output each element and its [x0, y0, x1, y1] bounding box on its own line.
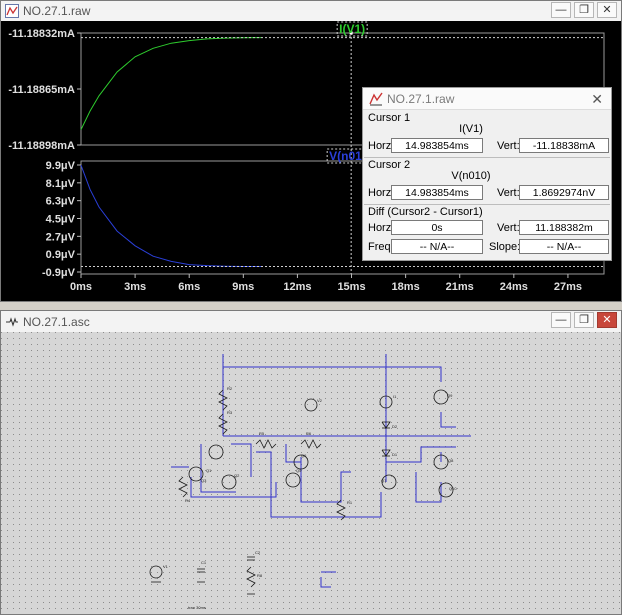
freq-label: Freq:: [368, 241, 394, 253]
diff-horz-label: Horz:: [368, 222, 395, 234]
x-tick-label: 15ms: [337, 281, 365, 293]
cursor1-horz-field[interactable]: 14.983854ms: [391, 138, 483, 153]
trace-label-top-box: [336, 21, 368, 37]
cursor1-trace: I(V1): [459, 123, 483, 135]
x-tick-label: 6ms: [178, 281, 200, 293]
schematic-wires: [171, 354, 471, 588]
minimize-button[interactable]: —: [551, 2, 571, 18]
cursor1-vert-field[interactable]: -11.18838mA: [519, 138, 609, 153]
y-tick-label: 4.5μV: [46, 214, 76, 226]
cursor-dialog-icon: [369, 92, 383, 105]
y-tick-label: 0.9μV: [46, 249, 76, 261]
svg-text:R8: R8: [257, 573, 263, 578]
cursor1-horz-label: Horz:: [368, 140, 395, 152]
schematic-titlebar[interactable]: NO.27.1.asc — ❐ ✕: [1, 311, 621, 333]
cursor2-vert-field[interactable]: 1.8692974nV: [519, 185, 609, 200]
x-tick-label: 0ms: [70, 281, 92, 293]
trace-label-i-v1[interactable]: I(V1): [339, 22, 365, 36]
cursor-dialog: NO.27.1.raw ✕ Cursor 1 I(V1) Horz: 14.98…: [362, 87, 612, 261]
cursor1-heading: Cursor 1: [368, 112, 411, 124]
diff-vert-field[interactable]: 11.188382m: [519, 220, 609, 235]
x-tick-label: 9ms: [232, 281, 254, 293]
cursor1-vert-label: Vert:: [497, 140, 520, 152]
x-tick-label: 3ms: [124, 281, 146, 293]
axis-ticks: -11.18832mA -11.18865mA -11.18898mA 9.9μV 8.…: [8, 28, 582, 293]
trace-v-n010: [80, 165, 262, 267]
svg-text:Q7: Q7: [381, 478, 387, 483]
svg-text:C1: C1: [201, 560, 207, 565]
y-tick-label: 6.3μV: [46, 196, 76, 208]
waveform-window-title: NO.27.1.raw: [23, 4, 91, 18]
cursor2-horz-label: Horz:: [368, 187, 395, 199]
cursor-handle: [349, 31, 353, 35]
trace-label-v-n010[interactable]: V(n010): [329, 149, 372, 163]
waveform-titlebar[interactable]: NO.27.1.raw — ❐ ✕: [1, 1, 621, 22]
cursor2-heading: Cursor 2: [368, 159, 411, 171]
schematic-grid: [1, 332, 621, 614]
svg-text:Q8: Q8: [448, 458, 454, 463]
y-tick-label: -11.18832mA: [8, 28, 75, 40]
waveform-window: NO.27.1.raw — ❐ ✕ -11.18832mA -11.18865mA…: [0, 0, 622, 302]
svg-text:R6: R6: [306, 431, 312, 436]
divider: [364, 204, 610, 205]
diff-vert-label: Vert:: [497, 222, 520, 234]
y-tick-label: 2.7μV: [46, 231, 76, 243]
schematic-window-title: NO.27.1.asc: [23, 314, 90, 329]
cursor-dialog-title: NO.27.1.raw: [387, 91, 455, 106]
y-tick-label: -11.18898mA: [8, 140, 75, 152]
x-tick-label: 24ms: [500, 281, 528, 293]
close-button[interactable]: ✕: [597, 2, 617, 18]
cursor2-horz-field[interactable]: 14.983854ms: [391, 185, 483, 200]
svg-text:I1: I1: [393, 394, 397, 399]
y-tick-label: 8.1μV: [46, 178, 76, 190]
cursor2-vert-label: Vert:: [497, 187, 520, 199]
svg-text:Q2: Q2: [234, 473, 240, 478]
minimize-button[interactable]: —: [551, 312, 571, 328]
freq-field[interactable]: -- N/A--: [391, 239, 483, 254]
svg-text:C2: C2: [255, 550, 261, 555]
waveform-app-icon: [5, 4, 19, 18]
svg-text:Q10: Q10: [449, 486, 457, 491]
restore-button[interactable]: ❐: [574, 312, 594, 328]
schematic-app-icon: [6, 316, 18, 327]
y-tick-label: -11.18865mA: [8, 84, 75, 96]
divider: [364, 157, 610, 158]
slope-field[interactable]: -- N/A--: [519, 239, 609, 254]
svg-text:V1: V1: [163, 564, 169, 569]
svg-text:V2: V2: [317, 398, 323, 403]
svg-text:R2: R2: [227, 386, 233, 391]
svg-text:R5: R5: [259, 431, 265, 436]
close-icon[interactable]: ✕: [591, 91, 603, 107]
x-tick-label: 12ms: [283, 281, 311, 293]
x-tick-label: 21ms: [446, 281, 474, 293]
svg-text:D1: D1: [392, 452, 398, 457]
x-tick-label: 18ms: [392, 281, 420, 293]
svg-text:Q1: Q1: [206, 468, 212, 473]
svg-text:.tran 30ms: .tran 30ms: [187, 605, 206, 610]
trace-i-v1: [80, 37, 262, 130]
svg-text:R4: R4: [185, 498, 191, 503]
y-tick-label: -0.9μV: [42, 267, 76, 279]
svg-text:Q6: Q6: [301, 453, 307, 458]
y-tick-label: 9.9μV: [46, 160, 76, 172]
x-tick-label: 27ms: [554, 281, 582, 293]
close-button[interactable]: ✕: [597, 312, 617, 328]
schematic-window: NO.27.1.asc — ❐ ✕: [0, 310, 622, 615]
cursor-dialog-titlebar[interactable]: NO.27.1.raw ✕: [363, 88, 611, 110]
svg-text:Q3: Q3: [201, 478, 207, 483]
diff-heading: Diff (Cursor2 - Cursor1): [368, 206, 483, 218]
svg-text:R3: R3: [227, 410, 233, 415]
svg-text:Q5: Q5: [296, 468, 302, 473]
svg-text:D2: D2: [392, 424, 398, 429]
plot-marks: [80, 21, 604, 274]
diff-horz-field[interactable]: 0s: [391, 220, 483, 235]
cursor2-trace: V(n010): [451, 170, 491, 182]
restore-button[interactable]: ❐: [574, 2, 594, 18]
svg-text:Q9: Q9: [447, 393, 453, 398]
svg-text:R1: R1: [347, 500, 353, 505]
slope-label: Slope:: [489, 241, 521, 253]
